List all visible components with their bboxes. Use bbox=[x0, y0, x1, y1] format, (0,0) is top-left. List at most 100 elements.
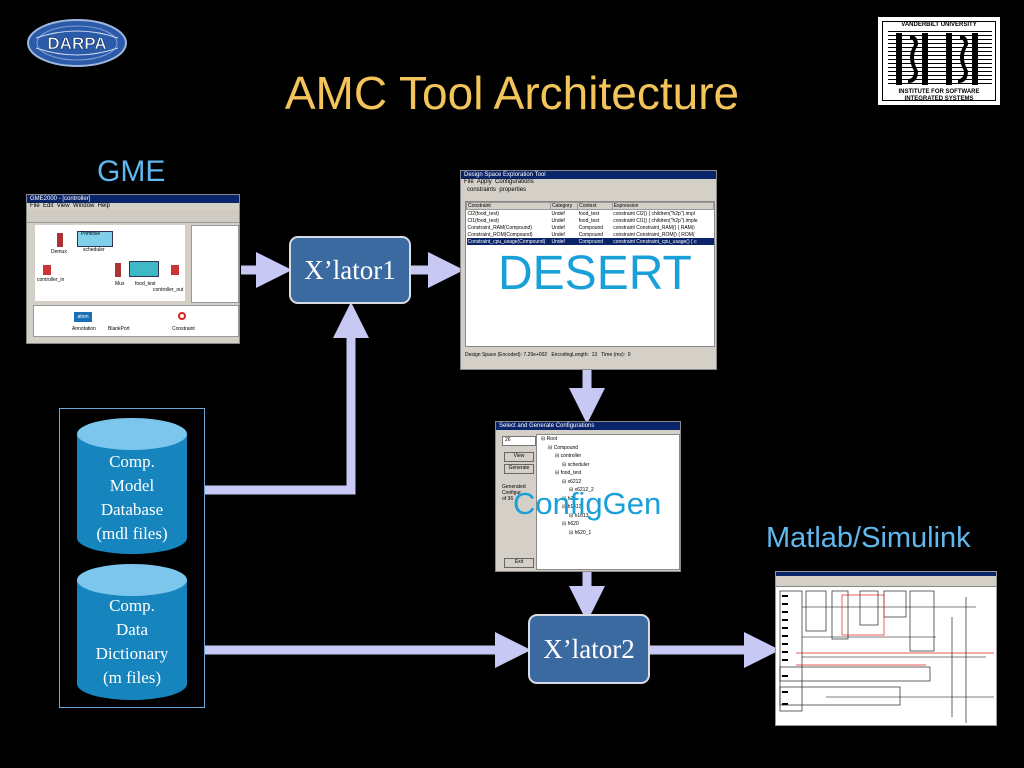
isis-logo-top-text: VANDERBILT UNIVERSITY bbox=[901, 22, 977, 28]
database-group bbox=[59, 408, 205, 708]
configgen-tree-node: ⊟ x6212_2 bbox=[569, 487, 594, 493]
gme-window-screenshot: GME2000 - [controller] File Edit View Wi… bbox=[26, 194, 240, 344]
gme-demux-label: Demux bbox=[51, 249, 67, 255]
gme-atom-icon: atom bbox=[74, 312, 92, 322]
configgen-tree-node: ⊟ food_test bbox=[555, 470, 582, 476]
desert-menu-item: Apply bbox=[476, 179, 492, 185]
desert-tab: properties bbox=[499, 187, 527, 193]
isis-logo-bottom-line2: INTEGRATED SYSTEMS bbox=[904, 96, 974, 102]
isis-logo-bottom-line1: INSTITUTE FOR SOFTWARE bbox=[898, 89, 980, 95]
gme-controller-out-block bbox=[171, 265, 179, 275]
desert-status-item: Time (ms): bbox=[601, 352, 625, 358]
gme-demux-block bbox=[57, 233, 63, 247]
model-db-line4: (mdl files) bbox=[96, 524, 168, 543]
desert-table-cell: Constraint_cpu_usage(Compound) bbox=[467, 238, 546, 245]
gme-part-blankport-label: BlankPort bbox=[108, 326, 130, 332]
isis-logo: VANDERBILT UNIVERSITY INSTITUTE FOR SOFT… bbox=[878, 17, 1000, 105]
gme-controller-in-label: controller_in bbox=[37, 277, 65, 283]
gme-primitive-label: Primitive bbox=[81, 231, 101, 237]
simulink-toolbar bbox=[776, 576, 996, 587]
desert-table-cell: Compound bbox=[578, 238, 604, 245]
desert-column-header: Constraint bbox=[466, 202, 551, 210]
configgen-tree-node: ⊟ controller bbox=[555, 453, 582, 459]
isis-stripes-graphic bbox=[888, 31, 992, 85]
gme-part-constraint-label: Constraint bbox=[172, 326, 195, 332]
data-dict-line1: Comp. bbox=[109, 596, 155, 615]
configgen-tree-node: ⊟ h620 bbox=[562, 521, 579, 527]
simulink-window-screenshot bbox=[775, 571, 997, 726]
desert-table-cell: constraint Constraint_cpu_usage() { c bbox=[613, 238, 697, 245]
configgen-generated-line: Generated bbox=[502, 484, 526, 490]
configgen-tree-node: ⊟ h1813 bbox=[569, 512, 589, 519]
desert-tab: constraints bbox=[467, 187, 497, 193]
desert-table-cell: Compound bbox=[578, 231, 604, 238]
desert-tabs: constraints properties bbox=[461, 187, 716, 196]
desert-table-cell: food_test bbox=[578, 217, 600, 224]
model-db-line1: Comp. bbox=[109, 452, 155, 471]
configgen-tree-node: ⊟ Compound bbox=[548, 444, 579, 451]
data-dictionary-cylinder bbox=[77, 564, 187, 700]
gme-part-annotation-label: Annotation bbox=[72, 326, 96, 332]
simulink-title-bar bbox=[776, 572, 996, 576]
configgen-window-screenshot: Select and Generate Configurations 26 Vi… bbox=[495, 421, 681, 572]
gme-scheduler-label: scheduler bbox=[83, 247, 105, 253]
desert-table-cell: Cl2(food_test) bbox=[467, 210, 499, 217]
desert-table-cell: Undef bbox=[551, 238, 565, 245]
simulink-diagram bbox=[779, 590, 994, 723]
configgen-tree-node: ⊟ h1813 bbox=[562, 504, 582, 510]
gme-food-test-block bbox=[129, 261, 159, 277]
desert-status-item: EncodingLength: bbox=[551, 352, 589, 358]
gme-menu-item: Window bbox=[72, 203, 95, 209]
gme-window-title: GME2000 - [controller] bbox=[27, 195, 239, 203]
desert-table-cell: Constraint_ROM(Compound) bbox=[467, 231, 533, 238]
configgen-tree-node: ⊟ h620_1 bbox=[569, 529, 592, 536]
configgen-tree-node: ⊟ Root bbox=[541, 436, 558, 442]
gme-mux-label: Mux bbox=[115, 281, 125, 287]
gme-food-test-label: food_test bbox=[135, 281, 156, 287]
desert-table-cell: Undef bbox=[551, 217, 565, 224]
gme-toolbar bbox=[27, 210, 239, 223]
data-dict-line2: Data bbox=[115, 620, 149, 639]
gme-constraint-icon bbox=[178, 312, 186, 320]
gme-browser-panel bbox=[191, 225, 239, 303]
gme-parts-panel: atom Annotation BlankPort Constraint bbox=[33, 305, 239, 337]
desert-column-header: Category bbox=[549, 202, 579, 210]
configgen-window-title: Select and Generate Configurations bbox=[496, 422, 680, 430]
gme-controller-in-block bbox=[43, 265, 51, 275]
desert-status-bar: Design Space (Encoded): 7.29e+002 Encodi… bbox=[465, 352, 713, 359]
data-dictionary-label: Comp. Data Dictionary (m files) bbox=[75, 594, 189, 690]
arrow-modeldb-to-xlator1 bbox=[205, 302, 369, 495]
gme-canvas: Primitive scheduler Demux controller_in … bbox=[35, 225, 185, 301]
gme-menu-item: Edit bbox=[43, 203, 54, 209]
xlator2-box: X’lator2 bbox=[528, 614, 650, 684]
svg-text:DARPA: DARPA bbox=[47, 34, 106, 53]
model-db-line3: Database bbox=[100, 500, 164, 519]
gme-menu-item: File bbox=[30, 203, 40, 209]
darpa-logo: DARPA bbox=[27, 19, 127, 67]
gme-mux-block bbox=[115, 263, 121, 277]
desert-column-header: Context bbox=[577, 202, 613, 210]
configgen-generate-button: Generate bbox=[504, 464, 534, 474]
slide-title: AMC Tool Architecture bbox=[284, 67, 740, 119]
desert-label: DESERT bbox=[498, 247, 692, 300]
configgen-tree: ⊟ Root ⊟ Compound ⊟ controller ⊟ scheduler ⊟… bbox=[536, 434, 680, 570]
gme-label: GME bbox=[97, 155, 166, 188]
desert-status-item: Design Space (Encoded): 7.29e+002 bbox=[465, 352, 548, 358]
desert-table-row: Constraint_cpu_usage(Compound) Undef Compo… bbox=[466, 238, 714, 245]
configgen-label: ConfigGen bbox=[513, 486, 662, 521]
model-database-cylinder bbox=[77, 418, 187, 554]
desert-table-cell: Cl1(food_test) bbox=[467, 217, 499, 224]
desert-status-item: 0 bbox=[627, 352, 631, 358]
desert-table-cell: Undef bbox=[551, 231, 565, 238]
desert-table-cell: food_test bbox=[578, 210, 600, 217]
xlator1-box: X’lator1 bbox=[289, 236, 411, 304]
desert-window-screenshot: Design Space Exploration Tool File Apply… bbox=[460, 170, 717, 370]
desert-status-item: 13 bbox=[591, 352, 598, 358]
configgen-tree-node: ⊟ scheduler bbox=[562, 461, 590, 468]
configgen-tree-node: ⊟ h2p bbox=[562, 495, 576, 502]
